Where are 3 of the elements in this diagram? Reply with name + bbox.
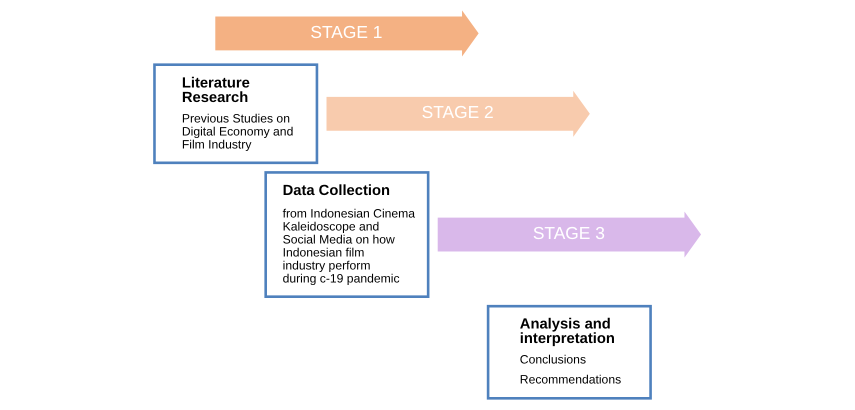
node-box: Analysis and interpretation Conclusions Recommendations [486, 304, 652, 400]
node-box: Data Collection from Indonesian Cinema Kaleidoscope and Social Media on how Indonesian film industry perform during c-19 pandemic [264, 171, 430, 298]
node-box: Literature Research Previous Studies on Digital Economy and Film Industry [153, 63, 318, 164]
